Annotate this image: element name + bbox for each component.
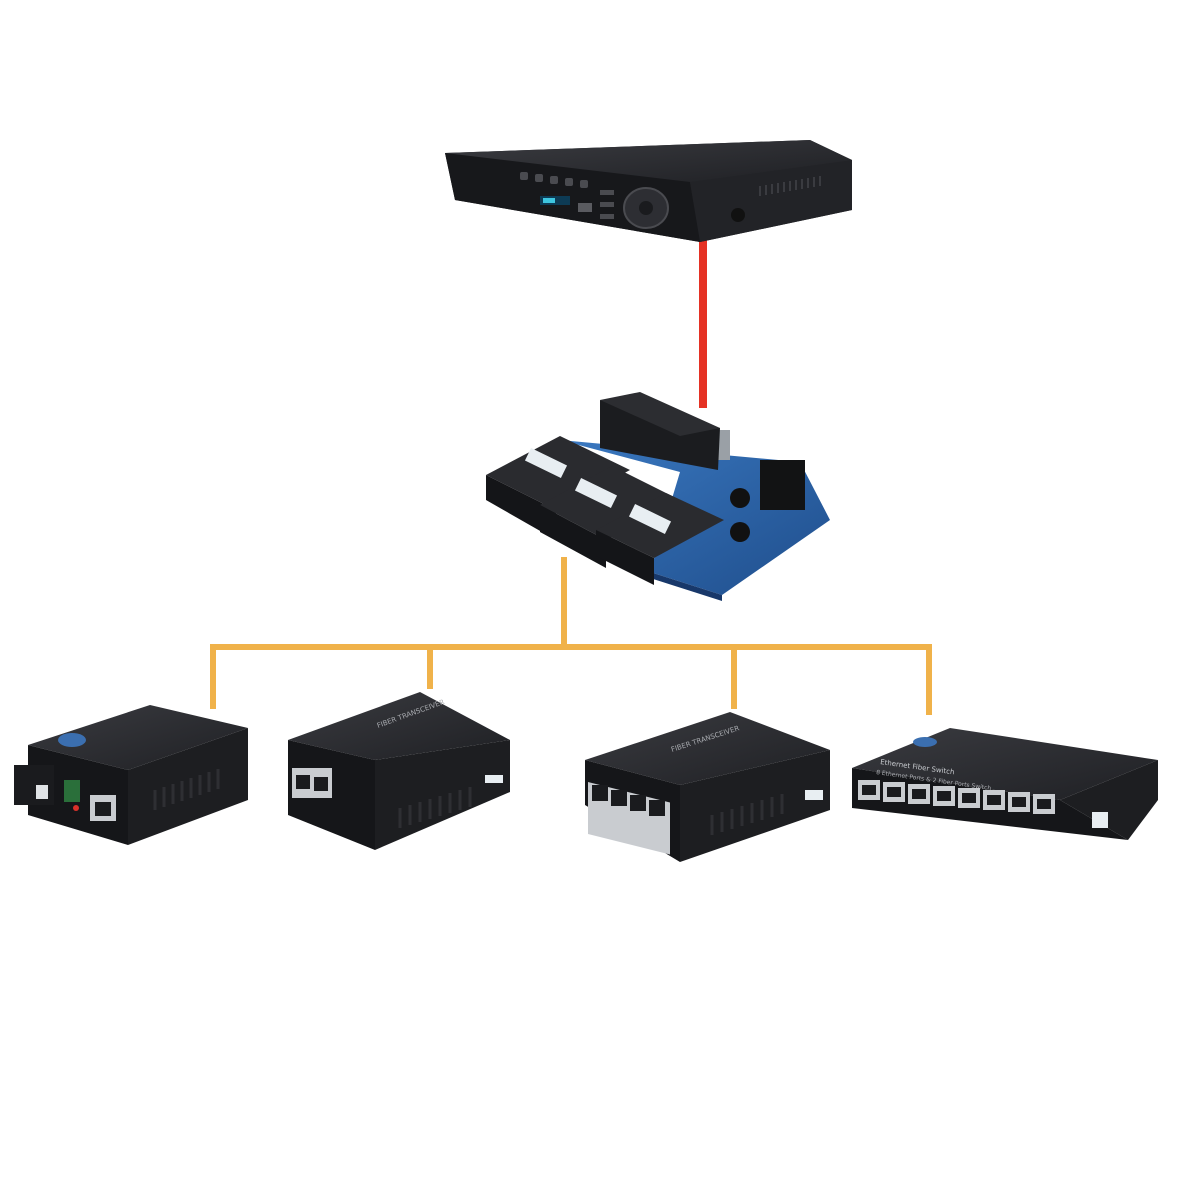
nvr-recorder-icon [445,140,852,242]
dual-port-fiber-transceiver-icon: FIBER TRANSCEIVER [288,692,510,850]
single-port-media-converter-icon [14,705,248,845]
eight-port-switch-icon: Ethernet Fiber Switch 8 Ethernet Ports &… [852,728,1158,840]
four-port-switch-icon: FIBER TRANSCEIVER [585,712,830,862]
connection-lines [210,238,932,715]
fiber-switch-board-icon [486,392,830,601]
downlink-lines [210,557,932,715]
